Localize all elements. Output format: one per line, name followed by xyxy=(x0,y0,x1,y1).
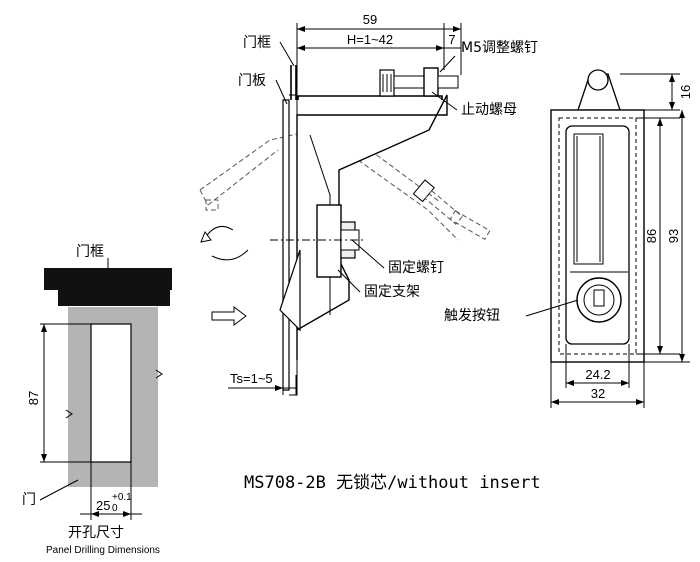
door-panel-plate xyxy=(282,99,290,391)
rotate-arrow-icon xyxy=(200,230,212,243)
door-frame-bar-lower xyxy=(58,288,170,306)
ghost-handle-swing xyxy=(357,149,459,241)
label-trigger-button: 触发按钮 xyxy=(444,308,500,324)
break-mark xyxy=(65,409,73,419)
break-mark xyxy=(155,369,163,379)
front-view: 触发按钮 16 86 93 24.2 32 xyxy=(444,69,693,408)
dim-93: 93 xyxy=(666,229,681,243)
dim-86: 86 xyxy=(644,229,659,243)
label-door: 门 xyxy=(22,492,36,508)
dim-16: 16 xyxy=(678,85,693,99)
dim-59: 59 xyxy=(363,12,377,27)
dim-7: 7 xyxy=(448,32,455,47)
fixing-bracket-shape xyxy=(316,204,342,278)
ghost-screw xyxy=(412,179,463,225)
label-cutout-en: Panel Drilling Dimensions xyxy=(46,545,160,556)
dim-32: 32 xyxy=(591,386,605,401)
label-door-panel: 门板 xyxy=(238,73,266,89)
door-frame-bar xyxy=(44,268,172,290)
tol-plus: +0.1 xyxy=(112,492,132,503)
label-fixing-screw: 固定螺钉 xyxy=(388,260,444,276)
dim-24-2: 24.2 xyxy=(585,367,610,382)
label-door-frame-top: 门框 xyxy=(243,35,271,51)
label-cutout-cn: 开孔尺寸 xyxy=(68,525,124,541)
side-view: 59 H=1~42 7 Ts=1~5 门框 门板 M5调整螺钉 止动螺母 固定螺… xyxy=(199,12,538,396)
cutout-hole xyxy=(90,323,132,463)
model-title: MS708-2B 无锁芯/without insert xyxy=(244,473,541,493)
panel-drilling-view: 87 25 +0.1 0 门框 门 开孔尺寸 Panel Drilling Di… xyxy=(22,244,172,556)
dim-25: 25 xyxy=(96,498,110,513)
stop-nut-shape xyxy=(423,67,439,97)
dim-h-range: H=1~42 xyxy=(347,32,393,47)
label-door-frame-left: 门框 xyxy=(76,244,104,260)
label-stop-nut: 止动螺母 xyxy=(461,102,517,118)
label-m5-screw: M5调整螺钉 xyxy=(461,40,538,56)
dim-ts: Ts=1~5 xyxy=(230,371,273,386)
dim-87: 87 xyxy=(26,391,41,405)
tol-zero: 0 xyxy=(112,503,118,514)
insert-arrow-icon xyxy=(211,306,247,326)
label-fixing-bracket: 固定支架 xyxy=(364,284,420,300)
